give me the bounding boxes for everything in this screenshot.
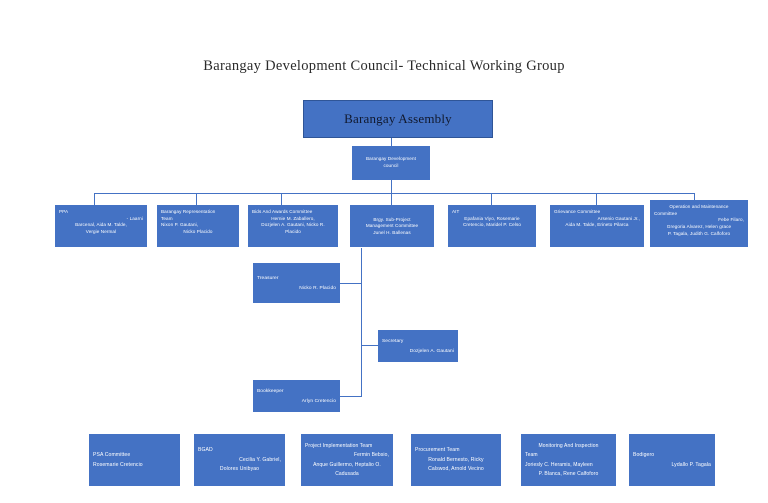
node-bids-and-awards-committee[interactable]: Bids And Awards Committee Hernie M. Zaba… <box>248 205 338 247</box>
connector-branch-bookkeeper <box>340 396 362 397</box>
connector-drop-grievance <box>596 193 597 205</box>
node-line-1: Team <box>161 215 173 221</box>
node-line-1: - Laarni <box>126 215 143 221</box>
node-project-implementation-team[interactable]: Project Implementation Team Fermin Bebsi… <box>301 434 393 486</box>
node-title: Bodigero <box>633 451 655 458</box>
node-line-1: Nicko R. Placido <box>299 285 336 291</box>
node-secretary[interactable]: Secretary Dozjelen A. Gautani <box>378 330 458 362</box>
node-title: Monitoring And Inspection <box>538 442 599 449</box>
node-title: PPA <box>59 209 69 214</box>
node-ait[interactable]: AIT Epafania Viyo, Rosemarie Cretencio, … <box>448 205 536 247</box>
node-line-2: Anque Guillermo, Heptalio O. <box>313 461 381 468</box>
connector-drop-omc <box>694 193 695 205</box>
node-line-1: Lydallo P. Tagala <box>671 461 711 468</box>
connector-branch-treasurer <box>340 283 362 284</box>
node-barangay-assembly[interactable]: Barangay Assembly <box>303 100 493 138</box>
node-grievance-committee[interactable]: Grievance Committee Arsenio Gautani Jr.,… <box>550 205 644 247</box>
connector-horizontal-bus <box>94 193 694 194</box>
node-line-2: Calswod, Arnold Vecino <box>428 466 484 473</box>
node-line-1: Arlyn Cretencio <box>301 398 336 404</box>
node-bookkeeper[interactable]: Bookkeeper Arlyn Cretencio <box>253 380 340 412</box>
node-title: PSA Committee <box>93 451 131 458</box>
node-title: BGAD <box>198 446 213 453</box>
node-line-3: Junel H. Ballenas <box>373 229 411 235</box>
node-line-2: Dolores Unibyao <box>219 466 260 473</box>
node-line-2: Nixon P. Gautani, <box>161 222 199 228</box>
connector-drop-ait <box>491 193 492 205</box>
node-bodigero[interactable]: Bodigero Lydallo P. Tagala <box>629 434 715 486</box>
node-line-3: Nicko Placido <box>183 228 213 234</box>
node-line-2: council <box>383 163 399 168</box>
connector-drop-bac <box>281 193 282 205</box>
node-title: Operation and Maintenance <box>669 204 729 209</box>
connector-spine-spmc <box>361 248 362 396</box>
node-line-1: Ronald Bernesto, Ricky <box>428 456 484 463</box>
node-line-3: Gregoria Alvarez, Helen grace <box>666 223 732 229</box>
node-line-2: Barcenal, Aida M. Talde, <box>75 222 127 228</box>
node-brgy-sub-project-management-committee[interactable]: Brgy. Sub-Project Management Committee J… <box>350 205 434 247</box>
node-title: Barangay Representation <box>161 209 216 214</box>
node-title: Treasurer <box>257 276 279 282</box>
node-title: Grievance Committee <box>554 209 601 214</box>
node-line-1: Barangay Development <box>365 156 416 162</box>
node-barangay-representation-team[interactable]: Barangay Representation Team Nixon P. Ga… <box>157 205 239 247</box>
node-line-1: Hernie M. Zaballero, <box>271 215 315 221</box>
node-procurement-team[interactable]: Procurement Team Ronald Bernesto, Ricky … <box>411 434 501 486</box>
node-title: Bookkeeper <box>257 389 284 395</box>
node-title: AIT <box>452 209 460 214</box>
node-monitoring-and-inspection-team[interactable]: Monitoring And Inspection Team Joriesly … <box>521 434 616 486</box>
node-line-2: Joriesly C. Heramis, Mayleen <box>525 461 593 468</box>
node-line-1: Fermin Bebsio, <box>353 452 389 458</box>
node-line-4: P. Tagala, Judith G. Calfoforo <box>667 230 731 236</box>
node-line-1: Rosemarie Cretencio <box>93 461 143 468</box>
connector-branch-secretary <box>361 345 378 346</box>
node-line-3: Cadusada <box>335 471 359 477</box>
node-operation-and-maintenance-committee[interactable]: Operation and Maintenance Committee Febe… <box>650 200 748 247</box>
node-line-1: Team <box>525 452 538 458</box>
connector-assembly-council <box>391 138 392 146</box>
node-title: Procurement Team <box>415 446 460 453</box>
node-title: Bids And Awards Committee <box>252 209 313 214</box>
node-line-1: Arsenio Gautani Jr., <box>597 215 640 221</box>
node-line-1: Committee <box>654 210 678 216</box>
node-barangay-development-council[interactable]: Barangay Development council <box>352 146 430 180</box>
node-label: Barangay Assembly <box>344 110 452 126</box>
connector-council-bus <box>391 180 392 205</box>
node-line-3: Vergie Nermal <box>85 228 117 234</box>
node-line-2: Dozjelen A. Gautani, Nicko R. <box>261 222 325 228</box>
node-line-1: Epafania Viyo, Rosemarie <box>464 215 520 221</box>
node-line-2: Cretencio, Maridel P. Celso <box>462 222 522 228</box>
node-line-2: Management Committee <box>365 223 419 229</box>
node-line-1: Cecilia Y. Gabriel, <box>239 456 281 463</box>
node-line-3: Placido <box>285 228 301 234</box>
node-treasurer[interactable]: Treasurer Nicko R. Placido <box>253 263 340 303</box>
node-line-1: Brgy. Sub-Project <box>373 216 411 222</box>
node-line-1: Dozjelen A. Gautani <box>409 348 454 354</box>
node-ppa[interactable]: PPA - Laarni Barcenal, Aida M. Talde, Ve… <box>55 205 147 247</box>
node-line-2: Aida M. Talde, Erineto Pilarca <box>565 222 629 228</box>
node-line-2: Febe Filaro, <box>718 217 744 223</box>
node-title: Secretary <box>382 339 404 345</box>
connector-drop-ppa <box>94 193 95 205</box>
node-title: Project Implementation Team <box>305 442 373 449</box>
node-bgad[interactable]: BGAD Cecilia Y. Gabriel, Dolores Unibyao <box>194 434 285 486</box>
node-psa-committee[interactable]: PSA Committee Rosemarie Cretencio <box>89 434 180 486</box>
node-line-3: P. Blanca, Rene Calfoforo <box>538 471 599 477</box>
connector-drop-brt <box>196 193 197 205</box>
page-title: Barangay Development Council- Technical … <box>203 58 565 74</box>
